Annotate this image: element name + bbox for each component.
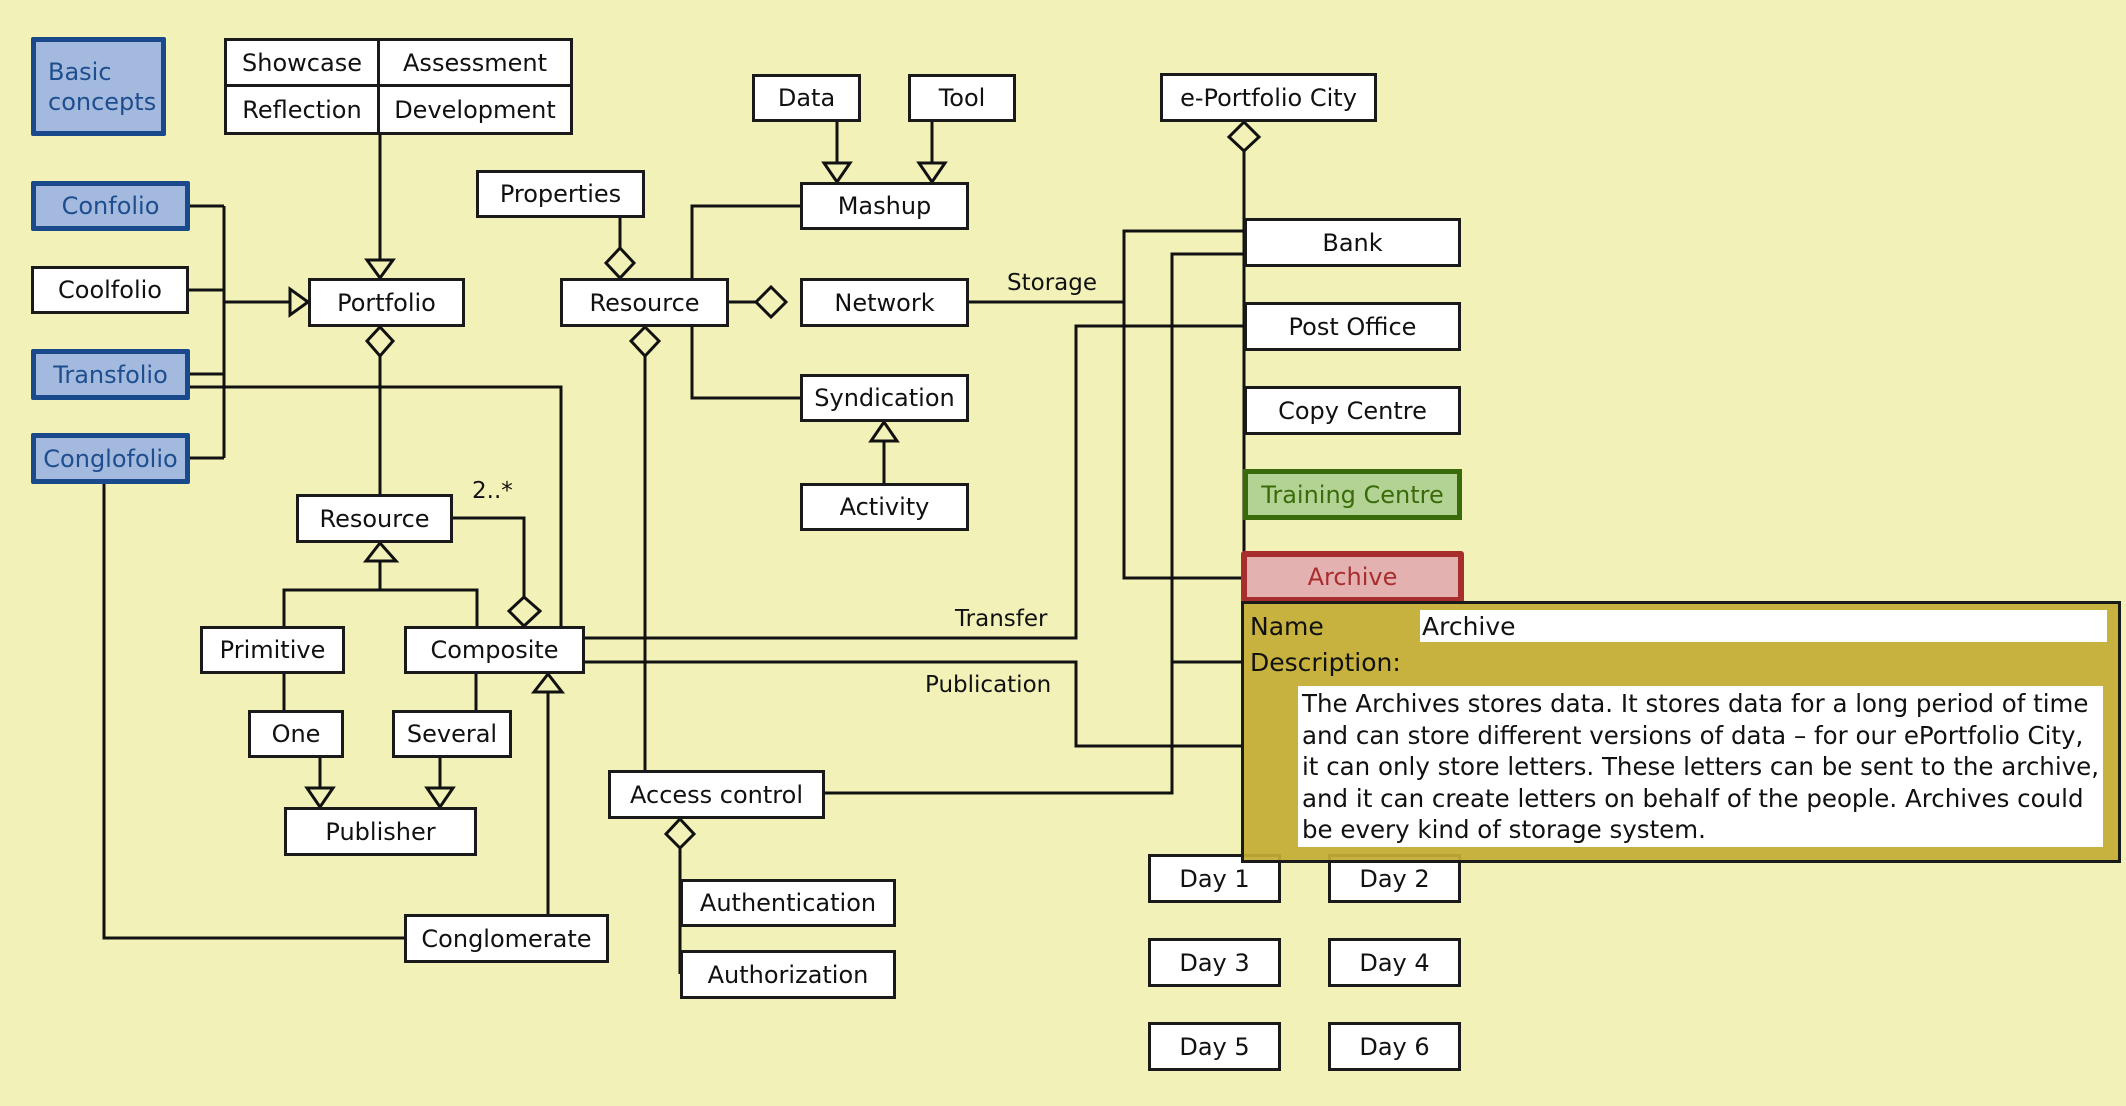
purpose-table: Showcase Assessment Reflection Developme… bbox=[224, 38, 573, 135]
mashup-node[interactable]: Mashup bbox=[800, 182, 969, 230]
purpose-assessment[interactable]: Assessment bbox=[380, 41, 570, 87]
resource-upper-node[interactable]: Resource bbox=[560, 278, 729, 327]
agg-diamond-city bbox=[1226, 119, 1262, 154]
agg-diamond-access bbox=[663, 816, 697, 851]
gen-arrow-resource-lower bbox=[362, 540, 400, 563]
archive-node[interactable]: Archive bbox=[1241, 551, 1464, 603]
several-node[interactable]: Several bbox=[392, 710, 512, 758]
storage-label: Storage bbox=[1007, 270, 1097, 296]
gen-arrow-portfolio-left bbox=[288, 286, 311, 318]
purpose-showcase[interactable]: Showcase bbox=[227, 41, 380, 87]
primitive-node[interactable]: Primitive bbox=[200, 626, 345, 674]
edge-publication bbox=[584, 660, 1244, 748]
edge-access-bus bbox=[825, 252, 1244, 795]
edge-storage-bus bbox=[1122, 229, 1244, 580]
access-control-node[interactable]: Access control bbox=[608, 770, 825, 819]
eportfolio-city-node[interactable]: e-Portfolio City bbox=[1160, 73, 1377, 122]
post-office-node[interactable]: Post Office bbox=[1244, 302, 1461, 351]
confolio-node[interactable]: Confolio bbox=[31, 181, 190, 231]
composite-node[interactable]: Composite bbox=[404, 626, 585, 674]
edge-transfer bbox=[584, 324, 1244, 640]
publication-label: Publication bbox=[925, 672, 1052, 698]
gen-arrow-mashup-data bbox=[821, 161, 853, 185]
basic-concepts-box[interactable]: Basic concepts bbox=[31, 37, 166, 136]
agg-diamond-properties bbox=[603, 245, 637, 281]
training-centre-node[interactable]: Training Centre bbox=[1243, 469, 1462, 520]
copy-centre-node[interactable]: Copy Centre bbox=[1244, 386, 1461, 435]
syndication-node[interactable]: Syndication bbox=[800, 374, 969, 422]
edge-transfolio-composite bbox=[190, 385, 563, 626]
transfer-label: Transfer bbox=[955, 606, 1048, 632]
coolfolio-node[interactable]: Coolfolio bbox=[31, 266, 189, 314]
agg-diamond-network bbox=[753, 284, 789, 320]
edge-resource-syndication bbox=[690, 327, 800, 400]
name-input[interactable] bbox=[1420, 610, 2107, 642]
agg-diamond-composite bbox=[506, 594, 543, 629]
edge-conglofolio-conglomerate bbox=[102, 484, 404, 940]
agg-diamond-portfolio bbox=[364, 324, 396, 359]
description-label: Description: bbox=[1250, 648, 1401, 677]
transfolio-node[interactable]: Transfolio bbox=[31, 349, 190, 400]
day3-node[interactable]: Day 3 bbox=[1148, 938, 1281, 987]
portfolio-node[interactable]: Portfolio bbox=[308, 278, 465, 327]
edge-resource-mashup bbox=[690, 204, 800, 278]
data-node[interactable]: Data bbox=[752, 74, 861, 122]
archive-details-popup: Name Description: The Archives stores da… bbox=[1241, 601, 2121, 863]
authorization-node[interactable]: Authorization bbox=[680, 950, 896, 999]
properties-node[interactable]: Properties bbox=[476, 170, 645, 218]
authentication-node[interactable]: Authentication bbox=[680, 879, 896, 927]
tool-node[interactable]: Tool bbox=[908, 74, 1016, 122]
purpose-development[interactable]: Development bbox=[380, 87, 570, 132]
edge-gen-bus bbox=[282, 588, 479, 626]
multiplicity-label: 2..* bbox=[472, 478, 513, 504]
day4-node[interactable]: Day 4 bbox=[1328, 938, 1461, 987]
resource-lower-node[interactable]: Resource bbox=[296, 494, 453, 543]
gen-arrow-publisher-one bbox=[304, 786, 336, 810]
publisher-node[interactable]: Publisher bbox=[284, 807, 477, 856]
day6-node[interactable]: Day 6 bbox=[1328, 1022, 1461, 1071]
conglofolio-node[interactable]: Conglofolio bbox=[31, 433, 190, 484]
purpose-reflection[interactable]: Reflection bbox=[227, 87, 380, 132]
day5-node[interactable]: Day 5 bbox=[1148, 1022, 1281, 1071]
gen-arrow-mashup-tool bbox=[916, 161, 948, 185]
description-textarea[interactable]: The Archives stores data. It stores data… bbox=[1298, 686, 2103, 847]
one-node[interactable]: One bbox=[248, 710, 344, 758]
gen-arrow-composite bbox=[530, 671, 566, 694]
network-node[interactable]: Network bbox=[800, 278, 969, 327]
agg-diamond-resource-access bbox=[628, 324, 662, 359]
edge-resource-composite-agg bbox=[453, 516, 526, 597]
name-label: Name bbox=[1250, 612, 1324, 641]
activity-node[interactable]: Activity bbox=[800, 483, 969, 531]
bank-node[interactable]: Bank bbox=[1244, 218, 1461, 267]
gen-arrow-publisher-several bbox=[424, 786, 456, 810]
gen-arrow-portfolio-top bbox=[364, 258, 396, 281]
conglomerate-node[interactable]: Conglomerate bbox=[404, 914, 609, 963]
gen-arrow-syndication bbox=[868, 419, 900, 443]
